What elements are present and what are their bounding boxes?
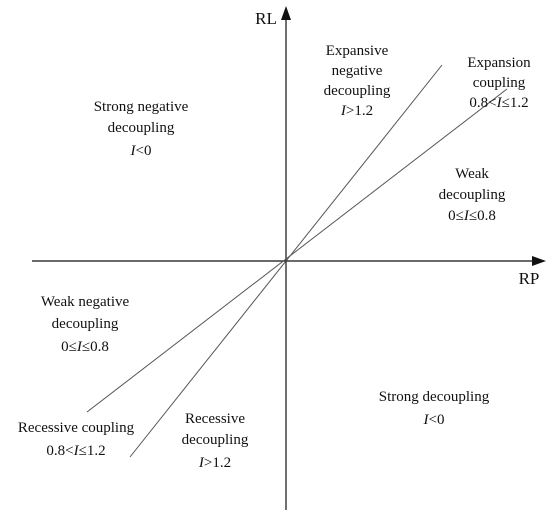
region-label-line: decoupling — [52, 316, 119, 332]
region-label-line: Recessive coupling — [18, 420, 135, 436]
boundary-line-steep — [129, 64, 443, 458]
region-label-line: decoupling — [324, 83, 391, 99]
region-label-line: decoupling — [439, 187, 506, 203]
region-label-line: decoupling — [182, 432, 249, 448]
region-condition: 0.8<I≤1.2 — [469, 95, 528, 111]
x-axis-label: RP — [519, 269, 540, 288]
region-weak-decoupling: Weak decoupling 0≤I≤0.8 — [439, 166, 506, 224]
region-condition: I>1.2 — [198, 455, 231, 471]
region-condition: 0≤I≤0.8 — [61, 339, 109, 355]
region-label-line: Expansion — [467, 55, 531, 71]
y-axis-arrow — [281, 6, 291, 20]
region-recessive-decoupling: Recessive decoupling I>1.2 — [182, 411, 249, 471]
region-expansion-coupling: Expansion coupling 0.8<I≤1.2 — [467, 55, 531, 111]
region-strong-negative-decoupling: Strong negative decoupling I<0 — [94, 99, 189, 159]
region-label-line: decoupling — [108, 120, 175, 136]
x-axis-arrow — [532, 256, 546, 266]
y-axis-label: RL — [255, 9, 277, 28]
region-expansive-negative-decoupling: Expansive negative decoupling I>1.2 — [324, 43, 391, 119]
region-condition: I>1.2 — [340, 103, 373, 119]
region-recessive-coupling: Recessive coupling 0.8<I≤1.2 — [18, 420, 135, 459]
region-label-line: Expansive — [326, 43, 389, 59]
region-condition: I<0 — [130, 143, 152, 159]
region-condition: 0.8<I≤1.2 — [46, 443, 105, 459]
region-strong-decoupling: Strong decoupling I<0 — [379, 389, 490, 428]
region-label-line: coupling — [473, 75, 526, 91]
region-label-line: Strong decoupling — [379, 389, 490, 405]
region-label-line: Weak — [455, 166, 489, 182]
region-label-line: negative — [332, 63, 383, 79]
region-condition: I<0 — [423, 412, 445, 428]
region-label-line: Strong negative — [94, 99, 189, 115]
region-label-line: Weak negative — [41, 294, 130, 310]
region-condition: 0≤I≤0.8 — [448, 208, 496, 224]
region-weak-negative-decoupling: Weak negative decoupling 0≤I≤0.8 — [41, 294, 130, 355]
region-label-line: Recessive — [185, 411, 245, 427]
boundary-line-shallow — [86, 88, 508, 413]
